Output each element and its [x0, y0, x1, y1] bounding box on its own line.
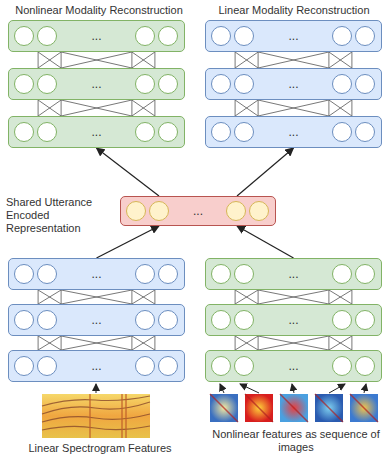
neuron-unit: [234, 310, 254, 330]
layer-connections: [38, 100, 155, 116]
neuron-unit: [14, 26, 34, 46]
neuron-unit: [211, 356, 231, 376]
neuron-unit: [37, 264, 57, 284]
neuron-unit: [14, 122, 34, 142]
neuron-unit: [126, 201, 146, 221]
neuron-unit: [135, 356, 155, 376]
neuron-unit: [355, 74, 375, 94]
input-arrows: [96, 384, 366, 393]
layer-connections: [38, 336, 155, 350]
flow-arrow: [237, 148, 294, 196]
layer-connections: [235, 290, 352, 304]
network-layer: ...: [205, 116, 382, 148]
network-layer: ...: [205, 68, 382, 100]
network-layer: ...: [8, 350, 185, 382]
network-layer: ...: [8, 20, 185, 52]
neuron-unit: [158, 122, 178, 142]
neuron-unit: [211, 74, 231, 94]
ellipsis-text: ...: [288, 126, 298, 138]
neuron-unit: [37, 310, 57, 330]
ellipsis-text: ...: [91, 78, 101, 90]
neuron-unit: [135, 264, 155, 284]
neuron-unit: [37, 74, 57, 94]
network-layer: ...: [8, 68, 185, 100]
network-layer: ...: [205, 20, 382, 52]
neuron-unit: [37, 356, 57, 376]
neuron-unit: [37, 122, 57, 142]
spectrogram-image: [42, 394, 150, 438]
neuron-unit: [355, 26, 375, 46]
layer-connections: [235, 100, 352, 116]
neuron-unit: [158, 26, 178, 46]
flow-arrow: [97, 148, 160, 196]
neuron-unit: [332, 356, 352, 376]
neuron-unit: [211, 122, 231, 142]
layer-connections: [235, 336, 352, 350]
neuron-unit: [211, 26, 231, 46]
layer-connections: [235, 52, 352, 68]
ellipsis-text: ...: [288, 268, 298, 280]
neuron-unit: [355, 264, 375, 284]
neuron-unit: [135, 310, 155, 330]
caption-label: Nonlinear Modality Reconstruction: [4, 4, 194, 17]
caption-label: Linear Spectrogram Features: [10, 442, 190, 455]
network-layer: ...: [205, 350, 382, 382]
ellipsis-text: ...: [91, 314, 101, 326]
network-layer: ...: [205, 258, 382, 290]
ellipsis-text: ...: [288, 314, 298, 326]
neuron-unit: [234, 74, 254, 94]
network-layer: ...: [8, 258, 185, 290]
neuron-unit: [332, 310, 352, 330]
neuron-unit: [332, 264, 352, 284]
ellipsis-text: ...: [288, 78, 298, 90]
ellipsis-text: ...: [288, 30, 298, 42]
neuron-unit: [332, 74, 352, 94]
neuron-unit: [158, 310, 178, 330]
neuron-unit: [234, 264, 254, 284]
neuron-unit: [158, 74, 178, 94]
neuron-unit: [14, 356, 34, 376]
shared-representation-layer: ...: [120, 196, 276, 226]
neuron-unit: [158, 264, 178, 284]
neuron-unit: [355, 310, 375, 330]
feature-images: [210, 394, 378, 422]
ellipsis-text: ...: [288, 360, 298, 372]
neuron-unit: [211, 264, 231, 284]
neuron-unit: [234, 356, 254, 376]
network-layer: ...: [8, 304, 185, 336]
caption-label: Linear Modality Reconstruction: [201, 4, 387, 17]
network-layer: ...: [205, 304, 382, 336]
neuron-unit: [249, 201, 269, 221]
ellipsis-text: ...: [91, 126, 101, 138]
neuron-unit: [14, 310, 34, 330]
neuron-unit: [211, 310, 231, 330]
ellipsis-text: ...: [193, 205, 203, 217]
neuron-unit: [14, 74, 34, 94]
caption-label: Shared Utterance Encoded Representation: [6, 196, 106, 235]
neuron-unit: [332, 26, 352, 46]
ellipsis-text: ...: [91, 30, 101, 42]
neuron-unit: [234, 26, 254, 46]
neuron-unit: [226, 201, 246, 221]
layer-connections: [38, 52, 155, 68]
caption-label: Nonlinear features as sequence of images: [212, 428, 380, 454]
neuron-unit: [332, 122, 352, 142]
neuron-unit: [14, 264, 34, 284]
flow-arrow: [237, 226, 294, 258]
neuron-unit: [37, 26, 57, 46]
flow-arrow: [97, 226, 160, 258]
ellipsis-text: ...: [91, 360, 101, 372]
ellipsis-text: ...: [91, 268, 101, 280]
neuron-unit: [355, 356, 375, 376]
layer-connections: [38, 290, 155, 304]
neuron-unit: [158, 356, 178, 376]
neuron-unit: [355, 122, 375, 142]
neuron-unit: [135, 26, 155, 46]
network-layer: ...: [8, 116, 185, 148]
neuron-unit: [135, 74, 155, 94]
neuron-unit: [149, 201, 169, 221]
neuron-unit: [234, 122, 254, 142]
neuron-unit: [135, 122, 155, 142]
